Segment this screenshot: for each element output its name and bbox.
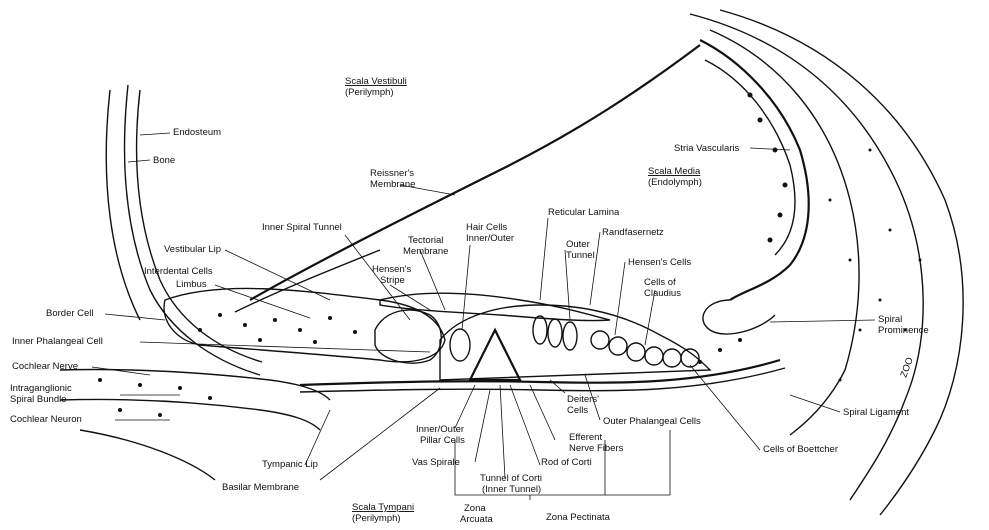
- label-reissners-membrane-1: Reissner's: [370, 168, 414, 179]
- label-spiral-ligament: Spiral Ligament: [843, 407, 909, 418]
- label-zona-arcuata-1: Zona: [464, 503, 486, 514]
- label-tunnel-of-corti-2: (Inner Tunnel): [482, 484, 541, 495]
- label-deiters-cells-2: Cells: [567, 405, 588, 416]
- anatomy-drawing: [60, 10, 963, 515]
- label-scala-tympani: Scala Tympani: [352, 502, 414, 513]
- label-zona-arcuata-2: Arcuata: [460, 514, 493, 525]
- label-efferent-2: Nerve Fibers: [569, 443, 624, 454]
- label-deiters-cells-1: Deiters': [567, 394, 599, 405]
- claudius-cell-2: [645, 347, 663, 365]
- osseous-lamina-top: [60, 369, 330, 400]
- label-cells-of-claudius-2: Claudius: [644, 288, 681, 299]
- outer-bone-wall-2: [720, 10, 963, 515]
- spiral-prominence-shape: [703, 300, 775, 334]
- label-cochlear-nerve: Cochlear Nerve: [12, 361, 78, 372]
- label-tympanic-lip: Tympanic Lip: [262, 459, 318, 470]
- label-stria-vascularis: Stria Vascularis: [674, 143, 740, 154]
- label-scala-media: Scala Media: [648, 166, 701, 177]
- label-tunnel-of-corti-1: Tunnel of Corti: [480, 473, 542, 484]
- label-cells-of-boettcher: Cells of Boettcher: [763, 444, 838, 455]
- label-scala-vestibuli: Scala Vestibuli: [345, 76, 407, 87]
- outer-bone-wall: [690, 14, 923, 500]
- outer-hair-cell-2: [548, 319, 562, 347]
- label-outer-tunnel-1: Outer: [566, 239, 590, 250]
- label-endosteum: Endosteum: [173, 127, 221, 138]
- label-border-cell: Border Cell: [46, 308, 94, 319]
- basilar-membrane-lower: [300, 368, 785, 392]
- label-intraganglionic-1: Intraganglionic: [10, 383, 72, 394]
- osseous-lamina-bottom: [60, 399, 320, 430]
- basilar-membrane: [300, 360, 780, 385]
- hensen-cell-2: [609, 337, 627, 355]
- label-endolymph: (Endolymph): [648, 177, 702, 188]
- label-hensens-cells: Hensen's Cells: [628, 257, 691, 268]
- reissners-membrane-tail: [235, 250, 380, 312]
- label-vestibular-lip: Vestibular Lip: [164, 244, 221, 255]
- inner-hair-cell: [450, 329, 470, 361]
- label-rod-of-corti: Rod of Corti: [541, 457, 592, 468]
- label-hensens-stripe-1: Hensen's: [372, 264, 412, 275]
- label-cochlear-neuron: Cochlear Neuron: [10, 414, 82, 425]
- label-intraganglionic-2: Spiral Bundle: [10, 394, 67, 405]
- label-pillar-cells-2: Pillar Cells: [420, 435, 465, 446]
- leader-lines: [92, 133, 875, 480]
- label-interdental-cells: Interdental Cells: [144, 266, 213, 277]
- label-inner-spiral-tunnel: Inner Spiral Tunnel: [262, 222, 342, 233]
- label-cells-of-claudius-1: Cells of: [644, 277, 676, 288]
- organ-of-corti: [440, 305, 710, 380]
- label-hensens-stripe-2: Stripe: [380, 275, 405, 286]
- label-bone: Bone: [153, 155, 175, 166]
- label-outer-tunnel-2: Tunnel: [566, 250, 595, 261]
- label-pillar-cells-1: Inner/Outer: [416, 424, 464, 435]
- stria-inner-line: [705, 60, 795, 255]
- label-zona-pectinata: Zona Pectinata: [546, 512, 611, 523]
- label-spiral-prominence-2: Prominence: [878, 325, 929, 336]
- label-vas-spirale: Vas Spirale: [412, 457, 460, 468]
- claudius-cell-3: [663, 349, 681, 367]
- label-limbus: Limbus: [176, 279, 207, 290]
- stria-vascularis-band: [700, 40, 809, 300]
- label-hair-cells-1: Hair Cells: [466, 222, 507, 233]
- label-perilymph-bottom: (Perilymph): [352, 513, 401, 524]
- label-spiral-prominence-1: Spiral: [878, 314, 902, 325]
- label-reissners-membrane-2: Membrane: [370, 179, 415, 190]
- cochlear-neuron-tract: [80, 430, 215, 480]
- claudius-cell-1: [627, 343, 645, 361]
- label-perilymph-top: (Perilymph): [345, 87, 394, 98]
- label-hair-cells-2: Inner/Outer: [466, 233, 514, 244]
- label-efferent-1: Efferent: [569, 432, 602, 443]
- outer-hair-cell-3: [563, 322, 577, 350]
- label-outer-phalangeal-cells: Outer Phalangeal Cells: [603, 416, 701, 427]
- labels: Scala Vestibuli (Perilymph) Endosteum Bo…: [10, 76, 929, 525]
- label-randfasernetz: Randfasernetz: [602, 227, 664, 238]
- tunnel-of-corti: [470, 330, 520, 380]
- hensen-cell-1: [591, 331, 609, 349]
- label-inner-phalangeal-cell: Inner Phalangeal Cell: [12, 336, 103, 347]
- spiral-ligament-outline: [710, 30, 859, 435]
- label-tectorial-membrane-2: Membrane: [403, 246, 448, 257]
- label-reticular-lamina: Reticular Lamina: [548, 207, 620, 218]
- label-tectorial-membrane-1: Tectorial: [408, 235, 443, 246]
- supporting-cells-row: [591, 331, 699, 367]
- left-bone-outer: [106, 90, 140, 320]
- hair-cells: [450, 316, 577, 361]
- outer-hair-cell-1: [533, 316, 547, 344]
- label-basilar-membrane: Basilar Membrane: [222, 482, 299, 493]
